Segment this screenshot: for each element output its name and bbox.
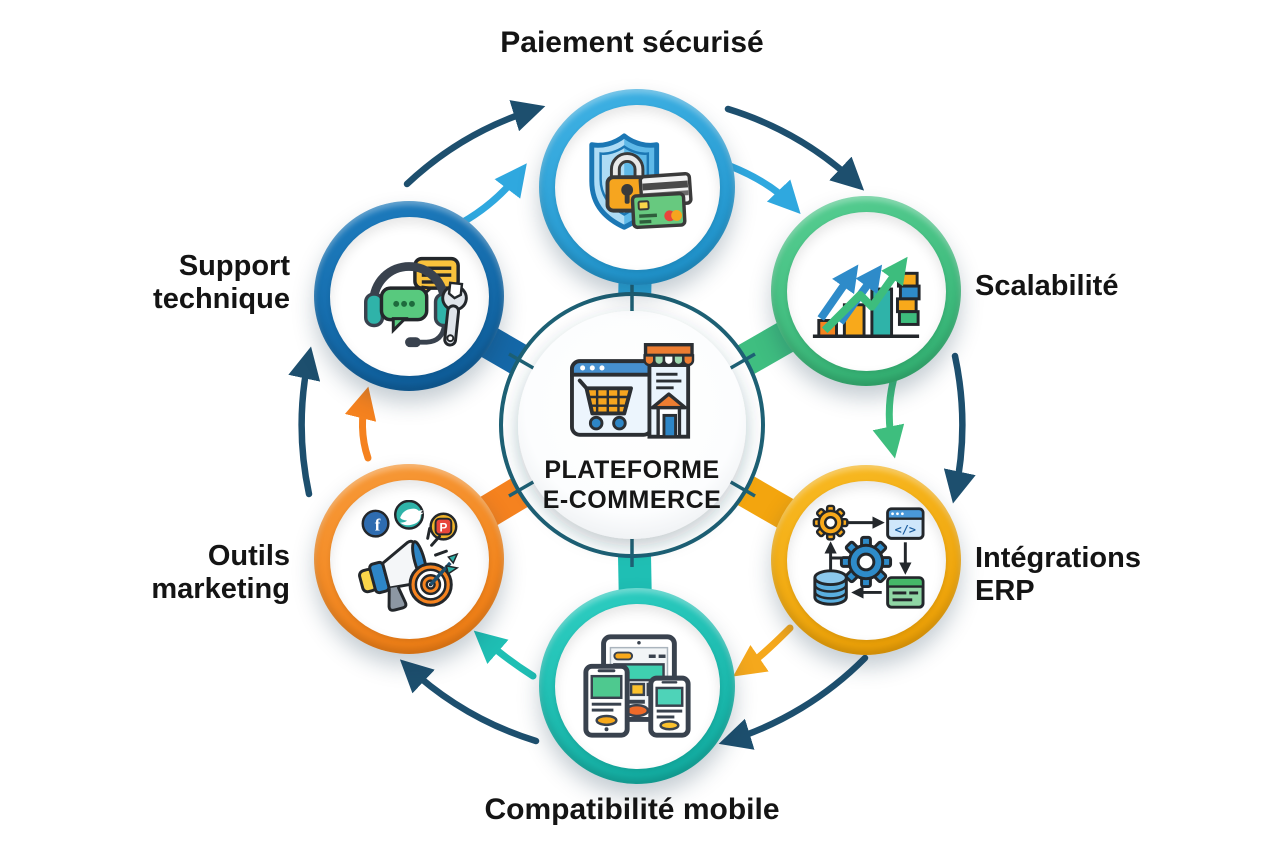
storefront [643, 343, 695, 439]
phone-right [648, 675, 691, 738]
chat-bubble-green [379, 286, 429, 334]
growth-arrows [817, 256, 908, 334]
node-compatibilite-mobile [539, 588, 735, 784]
label-support-technique: Support technique [153, 250, 290, 316]
inner-arrow-green [872, 374, 905, 459]
facebook-icon: f [361, 509, 390, 538]
node-inner-erp: </> [786, 480, 946, 640]
twitter-icon [394, 500, 424, 530]
shield-lock-card-icon [589, 133, 693, 230]
svg-text:f: f [375, 515, 381, 534]
responsive-devices-icon [583, 634, 691, 738]
arrow-marketing-to-support [288, 346, 321, 498]
node-inner-support [329, 216, 489, 376]
arrow-erp-to-mobile [718, 654, 869, 750]
label-integrations-erp: Intégrations ERP [975, 542, 1141, 608]
inner-arrow-orange [344, 386, 377, 462]
phone-left [583, 663, 630, 738]
gear-large [839, 535, 893, 589]
inner-arrow-lightblue-2 [726, 162, 801, 215]
node-outils-marketing: f P [314, 464, 504, 654]
label-paiement-securise: Paiement sécurisé [500, 26, 764, 59]
svg-text:</>: </> [895, 522, 916, 536]
node-integrations-erp: </> [771, 465, 961, 655]
gear-small [812, 504, 849, 541]
node-inner-mobile [554, 603, 720, 769]
gears-workflow-icon: </> [812, 504, 925, 609]
sound-lines [426, 527, 448, 557]
arrow-mobile-to-marketing [399, 659, 540, 745]
ecommerce-storefront-cart-icon [570, 343, 695, 439]
label-scalabilite: Scalabilité [975, 270, 1119, 302]
node-support-technique [314, 201, 504, 391]
inner-arrow-yellow [733, 624, 794, 677]
arrow-paiement-to-scalabilite [724, 105, 865, 191]
inner-flow-arrows [344, 162, 905, 680]
center-label: PLATEFORME E-COMMERCE [542, 456, 722, 514]
inner-arrow-teal [473, 630, 537, 680]
target-icon [408, 552, 460, 607]
arrow-scalabilite-to-erp [943, 352, 976, 504]
node-scalabilite [771, 196, 961, 386]
node-inner-marketing: f P [329, 479, 489, 639]
list-window [886, 576, 925, 609]
label-compatibilite-mobile: Compatibilité mobile [484, 793, 780, 826]
growth-arrows-chart-icon [812, 256, 921, 338]
svg-text:P: P [439, 520, 447, 534]
node-paiement-securise [539, 89, 735, 285]
shopping-cart [577, 378, 633, 431]
wrench-icon [441, 281, 468, 347]
label-outils-marketing: Outils marketing [151, 540, 290, 606]
arrow-support-to-paiement [403, 100, 546, 188]
node-inner-paiement [554, 104, 720, 270]
outer-flow-arrows [288, 100, 976, 750]
node-inner-scalabilite [786, 211, 946, 371]
credit-cards [630, 171, 693, 230]
code-window: </> [886, 507, 925, 540]
pinterest-icon: P [429, 512, 458, 541]
headset-chat-wrench-icon [364, 256, 468, 348]
database-cylinder [813, 569, 848, 606]
megaphone-social-target-icon: f P [358, 500, 460, 612]
